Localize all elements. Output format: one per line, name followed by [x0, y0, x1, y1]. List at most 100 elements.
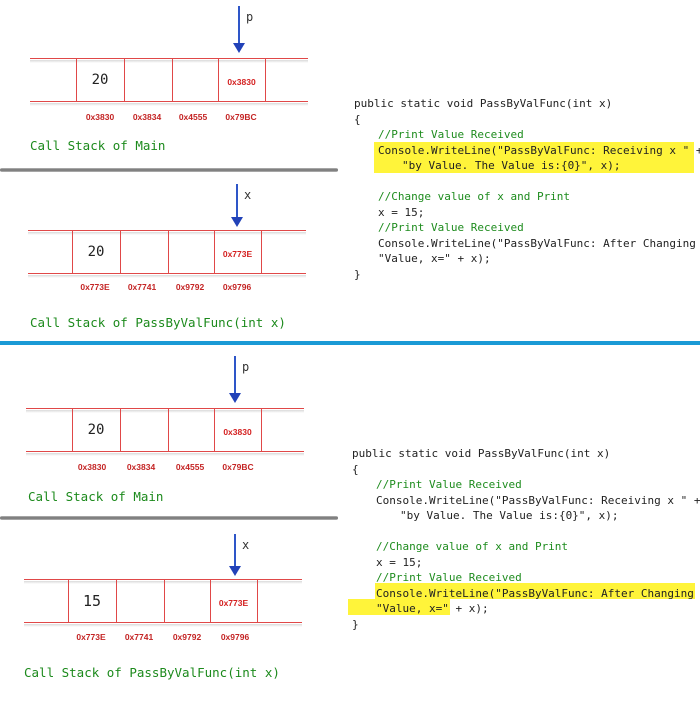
- code-writeline-cont: "Value, x=" + x);: [378, 252, 491, 265]
- cell-divider: [168, 230, 169, 274]
- pointer-label: x: [242, 538, 250, 552]
- code-block: public static void PassByValFunc(int x) …: [352, 446, 700, 632]
- cell-divider: [72, 230, 73, 274]
- stack-bottom-shadow: [30, 103, 308, 106]
- code-blank: [354, 174, 698, 190]
- stack-top-shadow: [24, 581, 302, 584]
- code-writeline-cont: "by Value. The Value is:{0}", x);: [402, 159, 621, 172]
- cell-divider: [210, 579, 211, 623]
- cell-divider: [218, 58, 219, 102]
- code-writeline: Console.WriteLine("PassByValFunc: After …: [378, 236, 700, 250]
- code-writeline: Console.WriteLine("PassByValFunc: Receiv…: [378, 143, 700, 157]
- section-separator: [0, 516, 338, 520]
- stack-address: 0x773E: [80, 282, 110, 292]
- code-writeline-cont: "by Value. The Value is:{0}", x);: [400, 509, 619, 522]
- stack-address: 0x3830: [85, 112, 115, 122]
- stack-address: 0x9796: [222, 282, 252, 292]
- stack-top-shadow: [28, 232, 306, 235]
- stack-top-line: [24, 579, 302, 580]
- arrow-down-icon: [229, 393, 241, 403]
- pointer-label: p: [242, 360, 250, 374]
- stack-cell-value: 20: [91, 72, 109, 88]
- code-brace: }: [354, 267, 361, 281]
- stack-address: 0x4555: [178, 112, 208, 122]
- stack-cell-pointer-value: 0x3830: [223, 427, 252, 437]
- stack-address: 0x7741: [127, 282, 157, 292]
- code-comment: //Print Value Received: [378, 221, 524, 234]
- arrow-down-icon: [231, 217, 243, 227]
- code-comment: //Print Value Received: [376, 571, 522, 584]
- cell-divider: [164, 579, 165, 623]
- stack-top-line: [28, 230, 306, 231]
- panel-divider: [0, 341, 700, 345]
- stack-address: 0x7741: [124, 632, 154, 642]
- code-highlight: [374, 142, 694, 173]
- stack-top-line: [30, 58, 308, 59]
- code-comment: //Change value of x and Print: [376, 540, 569, 553]
- pointer-x-func: x: [228, 534, 250, 578]
- panel-before-change: p 20 0x3830 0x3830 0x3834 0x4555 0x79BC …: [0, 0, 700, 342]
- stack-address: 0x9792: [172, 632, 202, 642]
- stack-bottom-line: [28, 273, 306, 274]
- stack-cell-value: 20: [87, 422, 105, 438]
- code-comment: //Print Value Received: [376, 478, 522, 491]
- code-assign: x = 15;: [378, 205, 425, 219]
- stack-cell-pointer-value: 0x3830: [227, 77, 256, 87]
- code-highlight: [375, 583, 695, 599]
- stack-cell-value: 20: [87, 244, 105, 260]
- section-separator: [0, 168, 338, 172]
- code-assign: x = 15;: [376, 555, 423, 569]
- stack-address: 0x3834: [126, 462, 156, 472]
- main-stack-title: Call Stack of Main: [30, 138, 166, 153]
- code-highlight: [348, 599, 450, 615]
- stack-bottom-line: [30, 101, 308, 102]
- func-stack-title: Call Stack of PassByValFunc(int x): [24, 665, 280, 680]
- stack-address: 0x4555: [175, 462, 205, 472]
- cell-divider: [261, 408, 262, 452]
- code-writeline-cont: "Value, x=" + x);: [376, 602, 489, 615]
- func-call-stack: 15 0x773E 0x773E 0x7741 0x9792 0x9796: [24, 579, 302, 649]
- stack-address: 0x79BC: [225, 112, 257, 122]
- cell-divider: [72, 408, 73, 452]
- stack-bottom-line: [26, 451, 304, 452]
- pointer-shaft: [234, 534, 236, 567]
- stack-top-line: [26, 408, 304, 409]
- stack-top-shadow: [30, 60, 308, 63]
- stack-bottom-shadow: [24, 624, 302, 627]
- pointer-p-main: p: [228, 356, 250, 406]
- code-brace: {: [354, 112, 361, 126]
- code-signature: public static void PassByValFunc(int x): [352, 447, 611, 460]
- stack-address: 0x79BC: [222, 462, 254, 472]
- stack-bottom-line: [24, 622, 302, 623]
- pointer-shaft: [236, 184, 238, 218]
- pointer-label: p: [246, 10, 254, 24]
- cell-divider: [76, 58, 77, 102]
- code-block: public static void PassByValFunc(int x) …: [354, 96, 700, 282]
- code-comment: //Print Value Received: [378, 128, 524, 141]
- stack-address: 0x3834: [132, 112, 162, 122]
- pointer-shaft: [238, 6, 240, 44]
- main-stack-title: Call Stack of Main: [28, 489, 164, 504]
- cell-divider: [116, 579, 117, 623]
- code-signature: public static void PassByValFunc(int x): [354, 97, 613, 110]
- cell-divider: [261, 230, 262, 274]
- cell-divider: [124, 58, 125, 102]
- code-writeline: Console.WriteLine("PassByValFunc: After …: [376, 586, 700, 600]
- cell-divider: [120, 408, 121, 452]
- main-call-stack: 20 0x3830 0x3830 0x3834 0x4555 0x79BC: [26, 408, 304, 478]
- panel-after-change: p 20 0x3830 0x3830 0x3834 0x4555 0x79BC …: [0, 346, 700, 716]
- arrow-down-icon: [233, 43, 245, 53]
- stack-address: 0x773E: [76, 632, 106, 642]
- cell-divider: [257, 579, 258, 623]
- main-call-stack: 20 0x3830 0x3830 0x3834 0x4555 0x79BC: [30, 58, 308, 128]
- pointer-x-func: x: [230, 184, 251, 230]
- stack-address: 0x9796: [220, 632, 250, 642]
- code-comment: //Change value of x and Print: [378, 190, 571, 203]
- code-blank: [352, 524, 696, 540]
- stack-address: 0x9792: [175, 282, 205, 292]
- stack-cell-pointer-value: 0x773E: [222, 249, 253, 259]
- stack-cell-value: 15: [82, 592, 102, 610]
- cell-divider: [168, 408, 169, 452]
- cell-divider: [68, 579, 69, 623]
- code-brace: }: [352, 617, 359, 631]
